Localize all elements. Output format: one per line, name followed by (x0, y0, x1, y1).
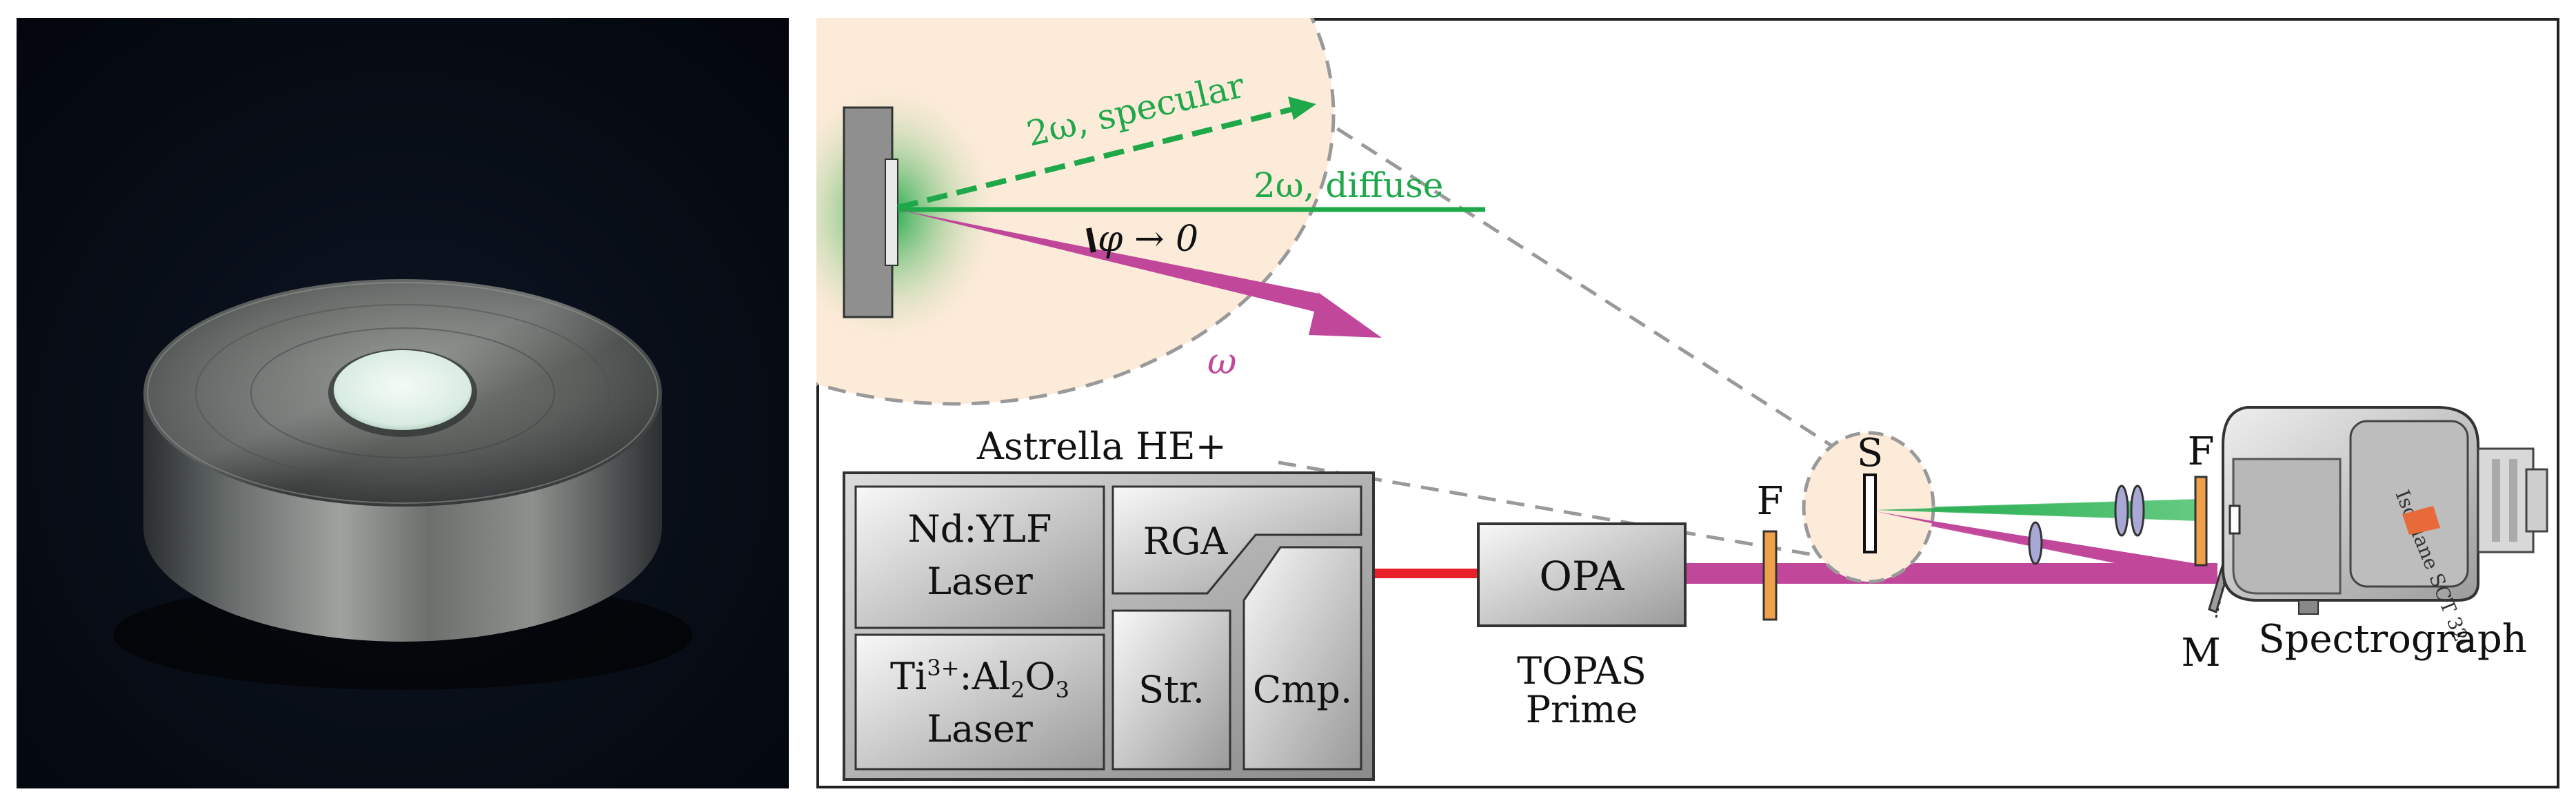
opa-label: OPA (1539, 553, 1624, 600)
camera-fins (2492, 459, 2500, 542)
filter-1 (1762, 530, 1778, 621)
spectrograph-side-panel (2232, 458, 2342, 595)
lens-1 (2028, 521, 2043, 565)
mirror-label: M (2181, 631, 2220, 675)
angle-marker (1086, 227, 1096, 253)
spectrograph-logo (2402, 506, 2440, 535)
sample-surface (885, 159, 898, 266)
ndylf-label-line1: Nd:YLF (908, 507, 1052, 551)
sample-photo-graphic (17, 18, 789, 788)
spectrograph: IsoPlane SCT 320 (2222, 406, 2548, 656)
rga-box (1111, 485, 1362, 595)
spectrograph-foot (2298, 600, 2319, 615)
angle-label: φ → 0 (1098, 218, 1198, 260)
topas-caption-line2: Prime (1526, 688, 1638, 731)
tisapphire-box (854, 633, 1105, 771)
stretcher-box (1111, 609, 1231, 771)
specular-beam (897, 105, 1300, 210)
zoom-connector-line (1165, 18, 1860, 465)
tisapphire-label-line1: Ti3+:Al2O3 (890, 655, 1069, 703)
camera-detector (2477, 447, 2535, 553)
ndylf-box (854, 485, 1105, 629)
specular-arrowhead (1288, 96, 1316, 120)
camera-head (2525, 468, 2548, 533)
astrella-laser: Astrella HE+ Nd:YLF Laser Ti3+:Al2O3 Las… (843, 425, 1375, 781)
topas-caption-line1: TOPAS (1517, 649, 1647, 693)
omega-from-sample-beam (1871, 511, 2217, 584)
omega-reflected-beam (1875, 511, 2217, 584)
omega-label: ω (1207, 341, 1236, 383)
sample (1863, 473, 1877, 553)
compressor-box (1242, 546, 1362, 771)
spectrograph-front-panel (2349, 420, 2469, 588)
lens-3 (2130, 485, 2145, 537)
sample-label: S (1857, 431, 1883, 476)
sample-photo (17, 18, 789, 788)
omega-incoming-beam (898, 210, 1382, 338)
entrance-slit (2228, 505, 2241, 535)
camera-fins (2509, 459, 2517, 542)
ndylf-label-line2: Laser (927, 560, 1033, 603)
filter-2-label: F (2188, 429, 2215, 474)
diffuse-label: 2ω, diffuse (1254, 165, 1443, 205)
opa: OPA TOPAS Prime (1477, 522, 1687, 731)
setup-diagram-svg: 2ω, specular 2ω, diffuse φ → 0 ω Astrell… (816, 18, 2559, 788)
setup-diagram: 2ω, specular 2ω, diffuse φ → 0 ω Astrell… (816, 18, 2559, 788)
filter-2 (2194, 476, 2208, 567)
stretcher-label: Str. (1138, 668, 1205, 711)
sample-holder (843, 106, 894, 318)
filter-1-label: F (1757, 479, 1784, 524)
spectrograph-label: Spectrograph (2258, 617, 2527, 662)
tisapphire-label-line2: Laser (927, 707, 1033, 751)
compressor-label: Cmp. (1253, 668, 1352, 711)
lens-2 (2114, 485, 2129, 537)
astrella-title: Astrella HE+ (976, 425, 1227, 468)
mirror-hatch (2215, 569, 2228, 618)
rga-label: RGA (1143, 520, 1229, 563)
opa-box (1477, 522, 1687, 627)
